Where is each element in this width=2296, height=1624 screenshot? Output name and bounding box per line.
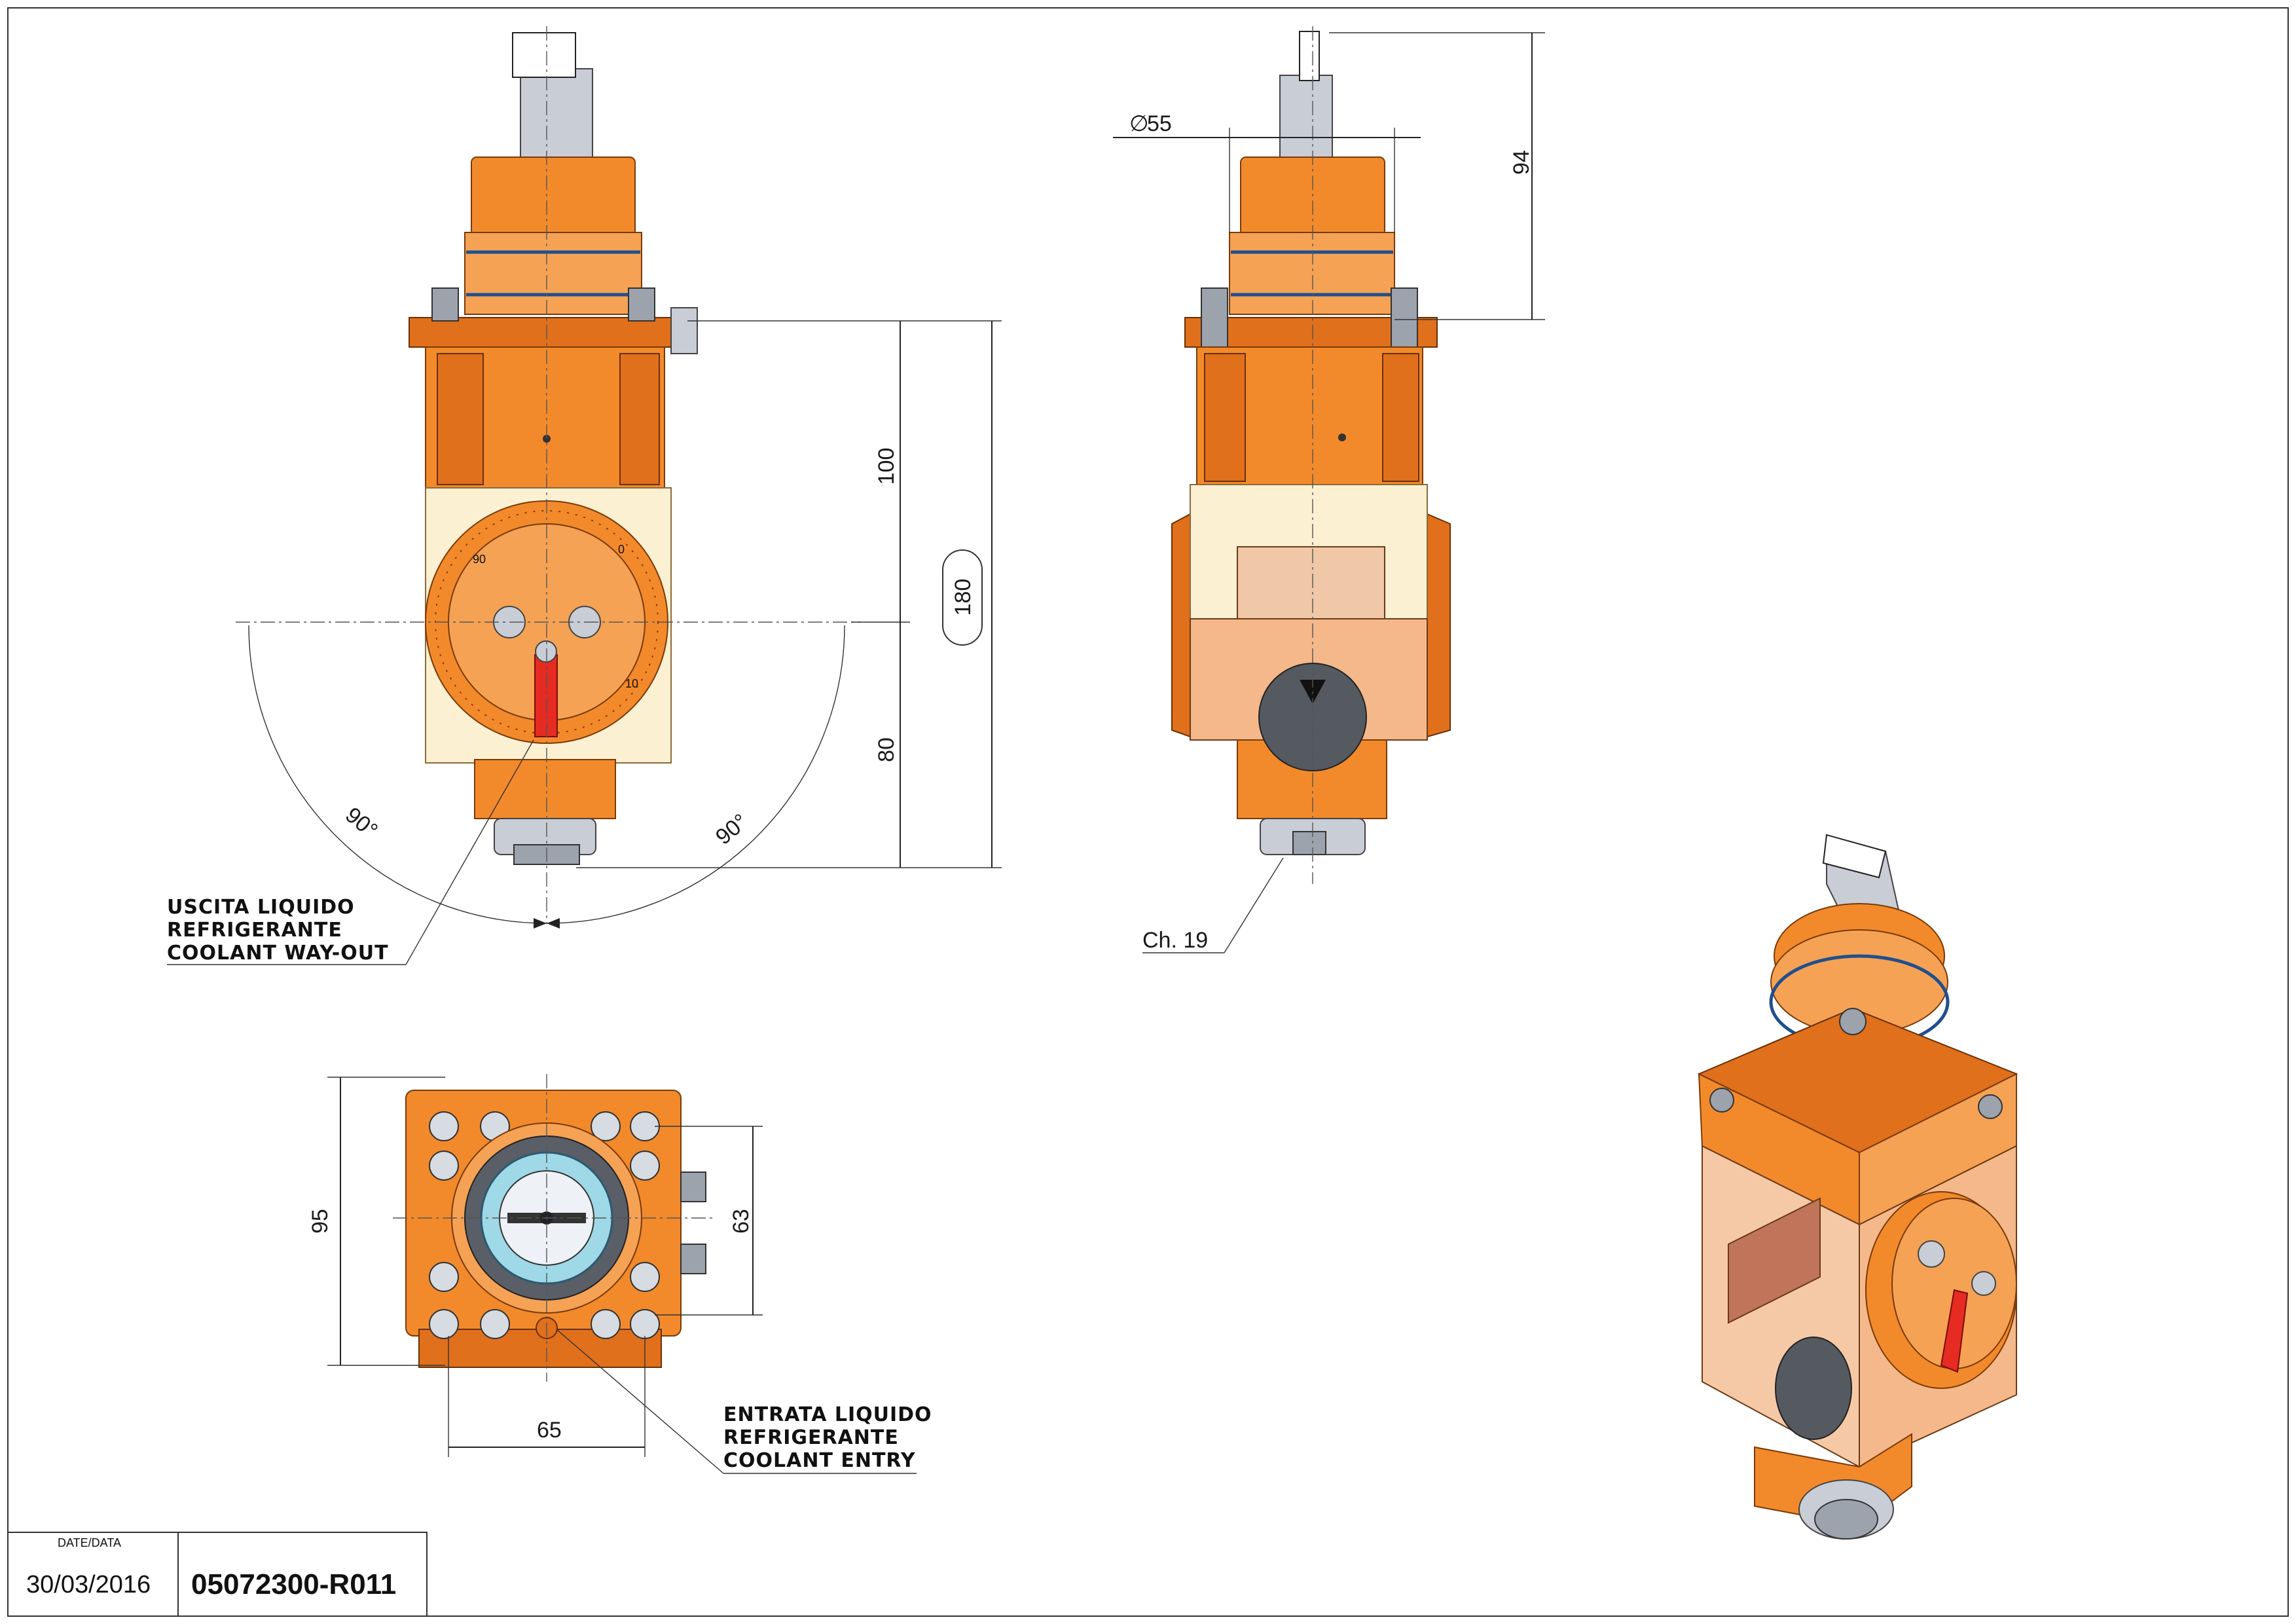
side-view — [1171, 26, 1451, 884]
dim-ch19: Ch. 19 — [1142, 928, 1208, 953]
dial-label-0: 0 — [618, 543, 625, 556]
coolant-in-line1: ENTRATA LIQUIDO — [723, 1403, 932, 1426]
coolant-out-line2: REFRIGERANTE — [167, 919, 342, 942]
dial-label-10b: 10 — [625, 677, 638, 690]
coolant-out-line3: COOLANT WAY-OUT — [167, 942, 389, 965]
dim-95: 95 — [308, 1209, 333, 1234]
title-block: DATE/DATA 30/03/2016 05072300-R011 — [7, 1532, 428, 1617]
coolant-in-line2: REFRIGERANTE — [723, 1426, 899, 1449]
front-view: 0 10 90 — [236, 26, 861, 929]
dim-dia55: 55 — [1147, 111, 1172, 136]
dim-94: 94 — [1509, 150, 1534, 175]
coolant-in-line3: COOLANT ENTRY — [723, 1449, 916, 1472]
angle-right: 90° — [711, 809, 753, 849]
coolant-out-line1: USCITA LIQUIDO — [167, 896, 355, 919]
bottom-view — [393, 1074, 714, 1382]
isometric-view — [1697, 834, 2018, 1540]
dim-180: 180 — [951, 579, 975, 616]
date-label: DATE/DATA — [58, 1536, 121, 1549]
coolant-out-note: USCITA LIQUIDO REFRIGERANTE COOLANT WAY-… — [167, 739, 534, 965]
bottom-dimensions: 95 63 65 — [308, 1077, 763, 1457]
date-value: 30/03/2016 — [26, 1571, 151, 1598]
angle-left: 90° — [340, 802, 382, 843]
dim-80: 80 — [874, 737, 899, 762]
dim-100: 100 — [874, 448, 899, 485]
sheet-border — [7, 7, 2289, 1617]
dim-65: 65 — [537, 1418, 562, 1443]
drawing-code: 05072300-R011 — [191, 1568, 396, 1600]
dia-symbol: ∅ — [1129, 111, 1149, 136]
dim-63: 63 — [729, 1209, 754, 1234]
coolant-in-note: ENTRATA LIQUIDO REFRIGERANTE COOLANT ENT… — [556, 1329, 932, 1474]
side-dimensions: 94 ∅ 55 Ch. 19 — [1113, 32, 1545, 953]
dial-label-90: 90 — [473, 553, 486, 566]
dim-180-box — [942, 549, 983, 646]
